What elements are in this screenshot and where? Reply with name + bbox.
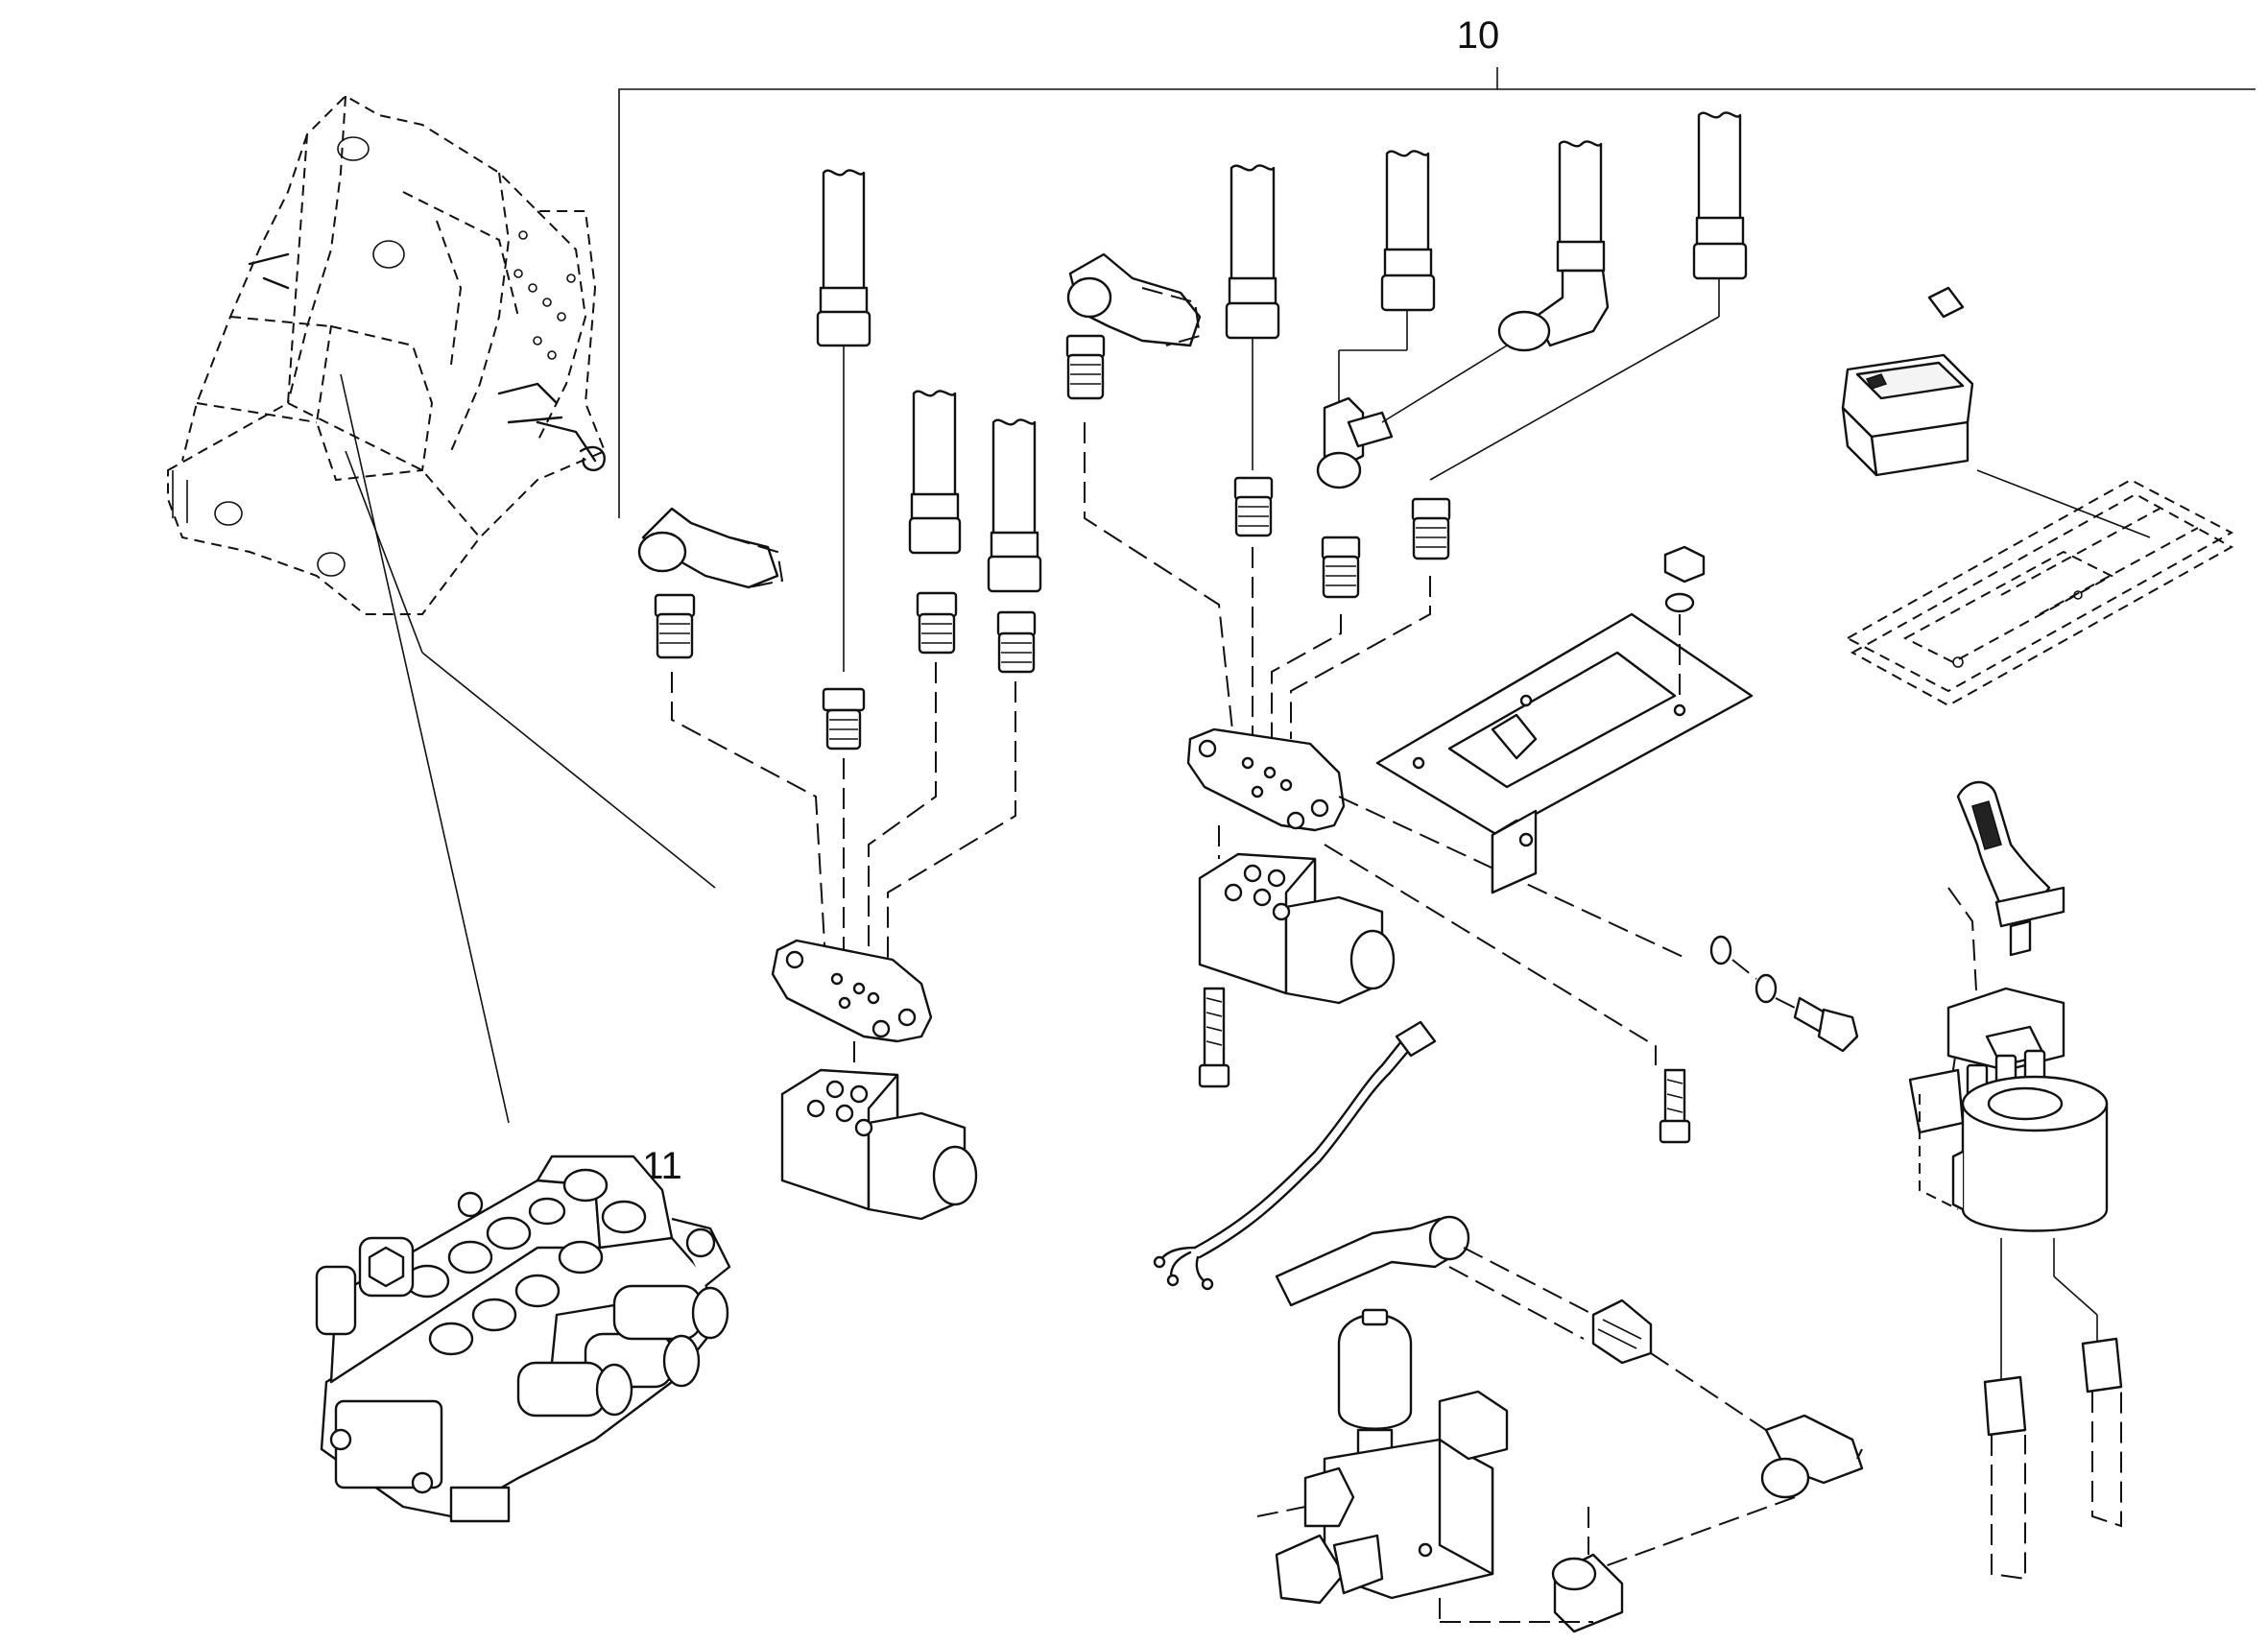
rocker-switch-assembly [1841,286,2234,707]
left-hose-group [637,169,1042,1221]
control-valve-block [315,1155,731,1523]
mounting-bracket [1375,545,1859,1053]
tractor-frame-outline [167,94,607,615]
callout-10-label: 10 [1457,14,1500,57]
frame-leader-lines [340,373,716,1124]
callout-10: 10 [618,14,2256,518]
joystick-assembly [1908,780,2123,1581]
center-hose-group [1065,111,1748,1144]
pressure-valve-assembly [1256,1215,1864,1633]
wiring-harness [1153,1020,1437,1291]
callout-10-bracket [618,88,2256,518]
